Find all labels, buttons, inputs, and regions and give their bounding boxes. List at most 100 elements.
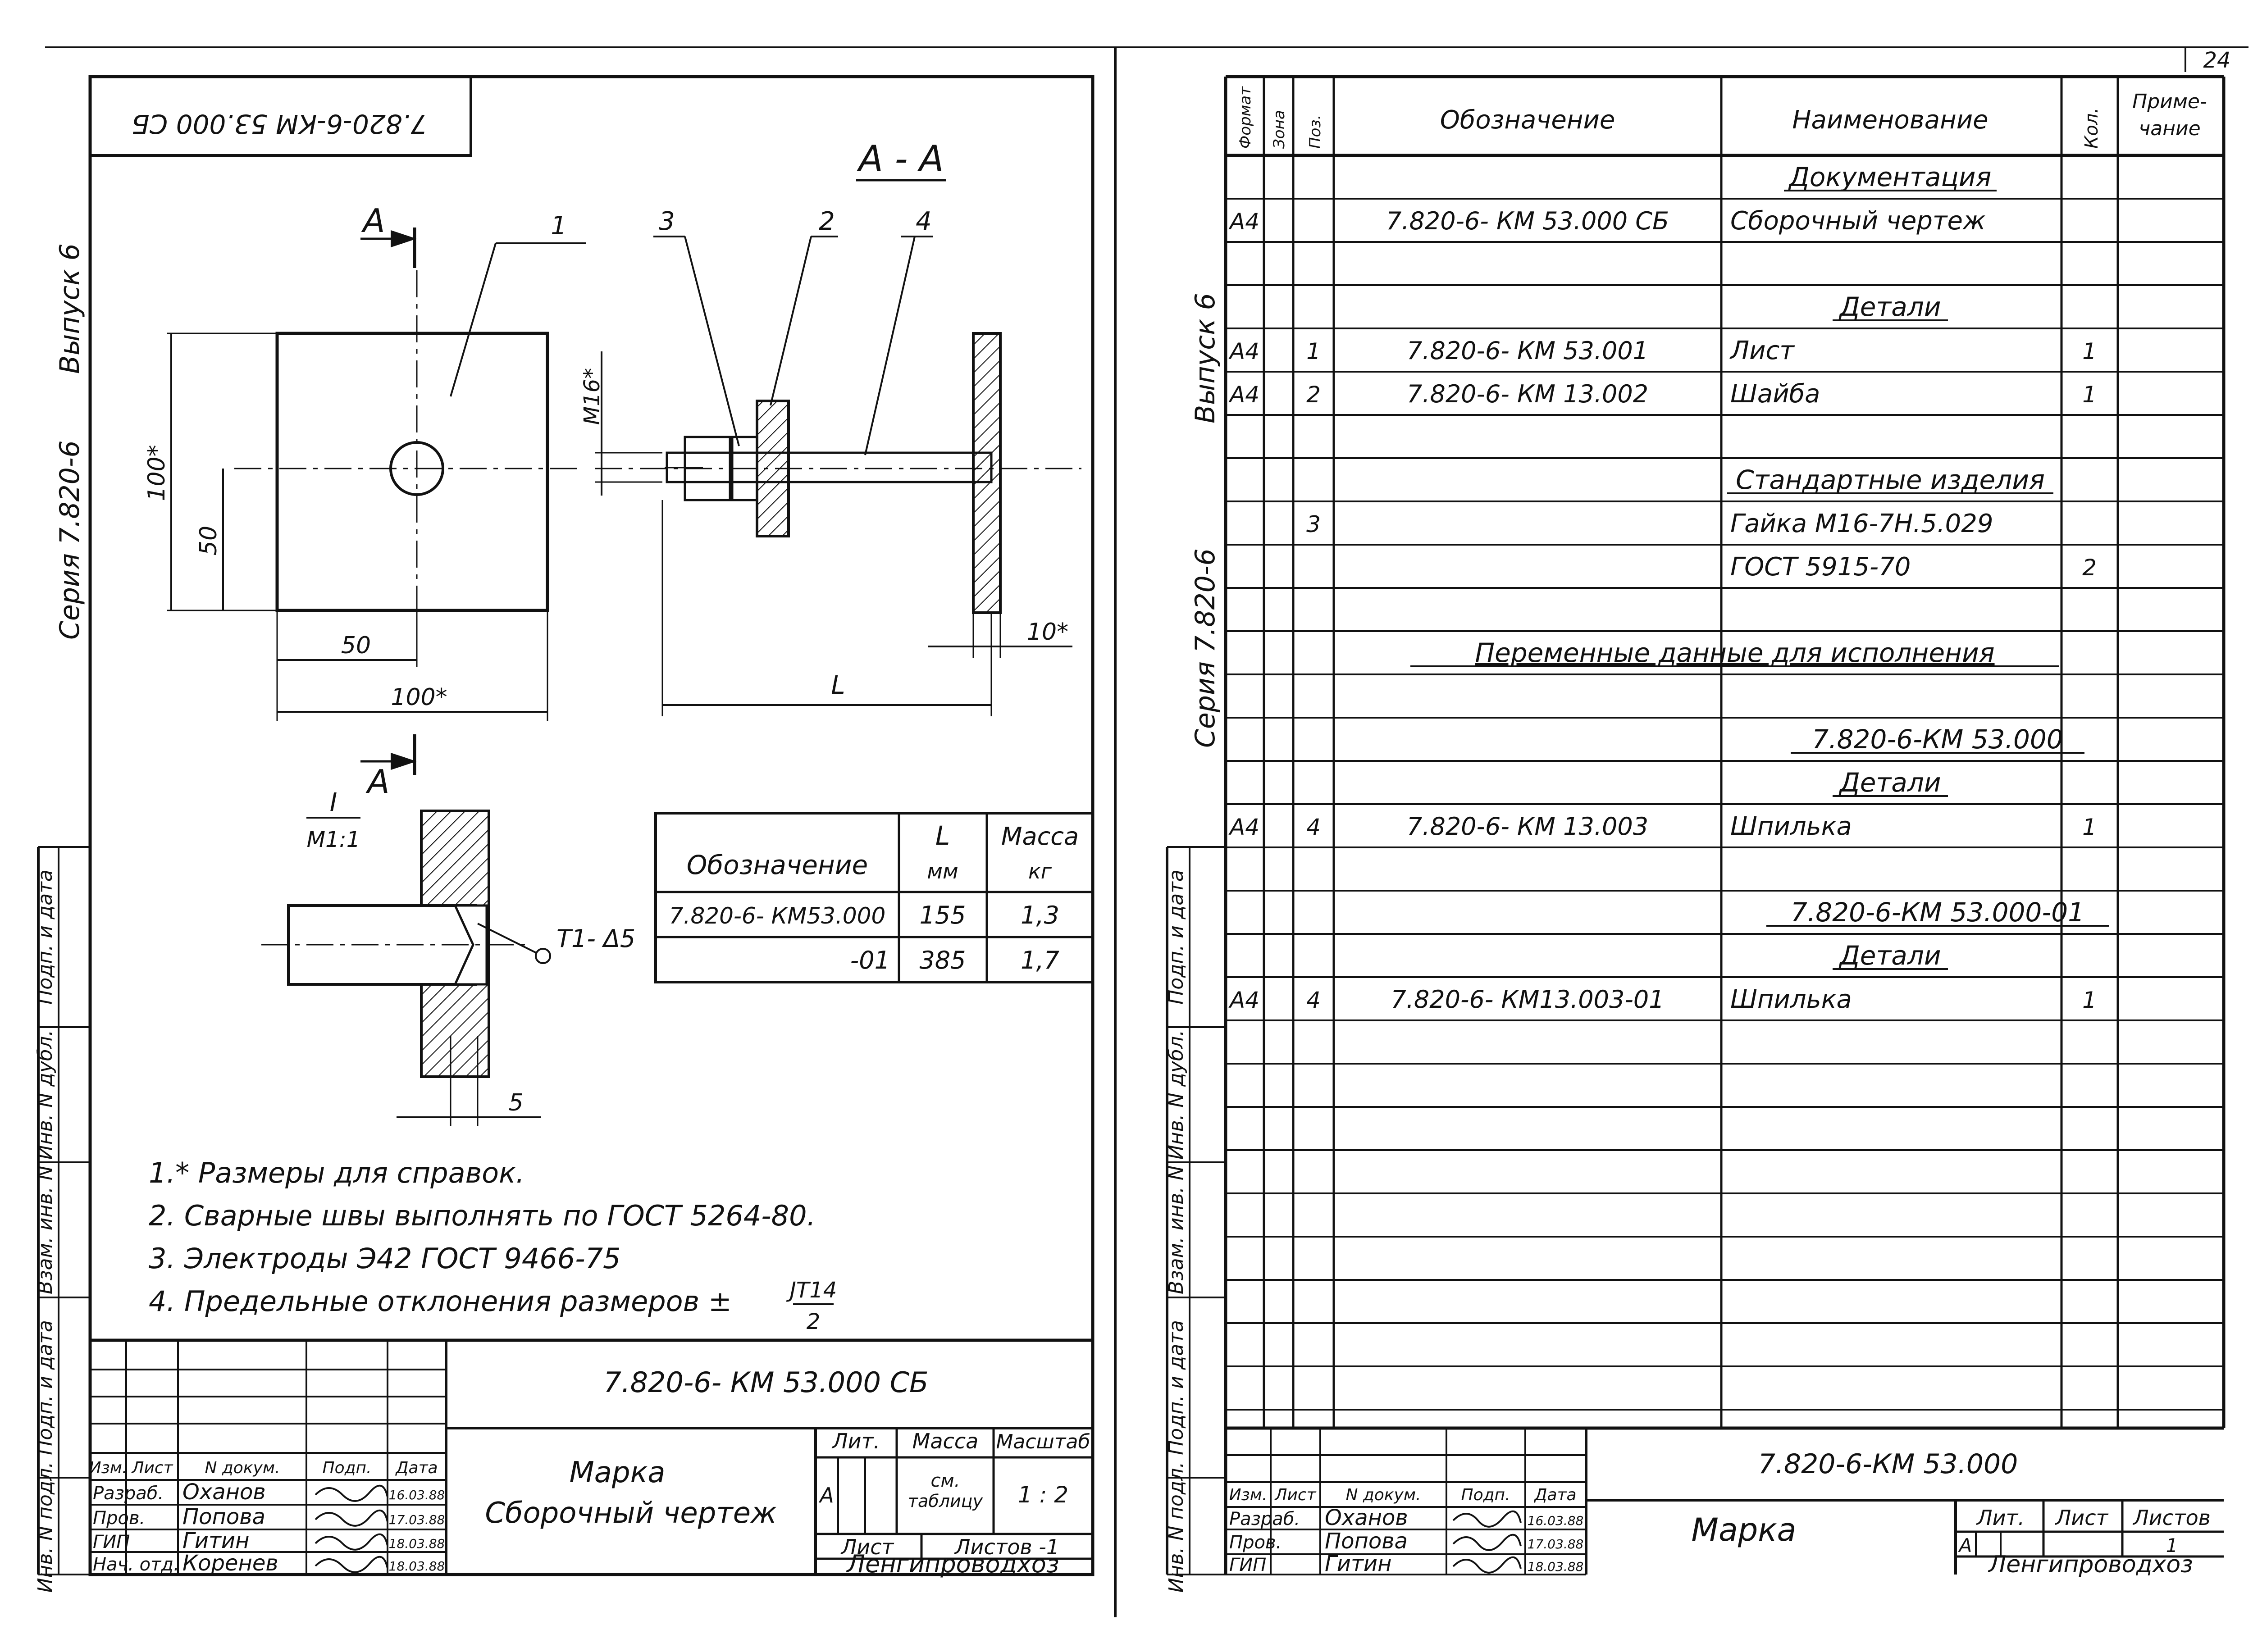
r-side-stamp-3: Подп. и дата [1165,1320,1188,1455]
ltb-name-0: Оханов [182,1479,266,1505]
ltb-lit-h: Лит. [831,1429,880,1453]
spec-qty-5: 1 [2082,382,2097,408]
spec-qty-15: 1 [2082,814,2097,840]
spec-h-code: Обозначение [1440,105,1615,135]
section-plate [972,332,1002,614]
ltb-mass-v1: см. [931,1470,960,1491]
ltb-role-3: Нач. отд. [93,1554,179,1575]
callout-2: 2 [819,207,835,236]
rtb-sheets-h: Листов [2132,1506,2211,1530]
ltb-sheets-l: Листов -1 [954,1535,1059,1559]
rtb-lit-v: А [1958,1534,1972,1556]
series-label: Серия 7.820-6 [54,440,86,640]
spec-code-19: 7.820-6- КМ13.003-01 [1391,985,1664,1014]
side-stamp-0: Подп. и дата [34,869,57,1005]
signature [315,1556,388,1573]
ltb-date-0: 16.03.88 [389,1488,445,1502]
signature [315,1533,388,1551]
leader-2 [770,236,812,406]
r-side-stamp-0: Подп. и дата [1165,869,1188,1005]
side-stamp-3: Подп. и дата [34,1320,57,1455]
rtb-h-4: Дата [1533,1486,1576,1504]
dim-m16-label: М16* [579,368,605,425]
side-stamp-1: Инв. N дубл. [34,1030,57,1160]
spec-fmt-1: А4 [1228,209,1259,235]
signature [315,1484,388,1502]
ltb-name-1: Попова [182,1504,265,1529]
rtb-name-1: Попова [1325,1529,1408,1554]
dim-L-label: L [831,671,845,700]
spec-h-format: Формат [1236,86,1254,149]
ltb-role-2: ГИП [93,1532,130,1552]
spec-code-5: 7.820-6- КМ 13.002 [1407,380,1648,408]
arrowhead [391,230,417,248]
vt-h-mass-unit: кг [1028,859,1052,883]
detail-weld [453,904,488,986]
ltb-role-0: Разраб. [93,1483,164,1504]
spec-pos-5: 2 [1306,382,1321,408]
ltb-h-list: Лист [131,1459,173,1477]
vt-r0-mass: 1,3 [1021,901,1059,929]
spec-h-name: Наименование [1792,105,1988,135]
spec-name-17: 7.820-6-КМ 53.000-01 [1791,897,2084,928]
vt-h-l: L [935,820,950,851]
leader-1 [450,243,497,397]
ltb-scale-h: Масштаб [996,1430,1090,1453]
section-letter-bottom: А [365,763,389,801]
section-label: А - А [856,138,944,180]
rtb-name-2: Гитин [1325,1551,1391,1576]
spec-fmt-19: А4 [1228,987,1259,1013]
spec-name-15: Шпилька [1730,812,1852,841]
spec-h-zone: Зона [1270,110,1288,149]
dim-50-h-label: 50 [341,632,371,659]
rotated-code: 7.820-6-КМ 53.000 СБ [132,109,427,139]
rtb-h-3: Подп. [1461,1486,1510,1504]
ltb-mass-h: Масса [912,1429,979,1453]
callout-4: 4 [916,207,932,236]
spec-code-4: 7.820-6- КМ 53.001 [1407,337,1648,365]
rtb-h-0: Изм. [1229,1486,1268,1504]
r-side-stamp-2: Взам. инв. N [1165,1165,1188,1294]
spec-pos-4: 1 [1306,338,1321,364]
ltb-h-doc: N докум. [205,1459,280,1477]
spec-name-0: Документация [1788,162,1992,192]
ltb-h-sign: Подп. [323,1459,372,1477]
signature [1452,1510,1522,1528]
spec-name-5: Шайба [1730,379,1820,409]
detail-label: I [330,788,337,817]
r-side-stamp-4: Инв. N подл. [1165,1462,1188,1593]
signature [1452,1556,1522,1574]
ltb-h-izm: Изм. [89,1459,128,1477]
rtb-doc-code: 7.820-6-КМ 53.000 [1758,1448,2018,1480]
spec-qty-4: 1 [2082,338,2097,364]
ltb-role-1: Пров. [93,1508,145,1529]
rtb-sheets-v: 1 [2166,1534,2178,1556]
leader-3 [684,236,740,446]
side-stamp-4: Инв. N подл. [34,1462,57,1593]
spec-name-4: Лист [1729,336,1795,365]
rtb-role-0: Разраб. [1229,1509,1300,1529]
r-series-label: Серия 7.820-6 [1190,548,1221,748]
rtb-date-0: 16.03.88 [1528,1513,1584,1528]
page-number: 24 [2203,48,2230,73]
signature [1452,1534,1522,1551]
spec-h-note-1: Приме- [2132,90,2207,113]
r-side-stamp-1: Инв. N дубл. [1165,1030,1188,1160]
note-2: 2. Сварные швы выполнять по ГОСТ 5264-80… [149,1199,816,1232]
rtb-title: Марка [1692,1511,1797,1548]
vt-h-mass: Масса [1001,822,1079,851]
r-issue-label: Выпуск 6 [1190,293,1221,423]
spec-qty-9: 2 [2082,555,2097,581]
ltb-date-3: 18.03.88 [389,1559,445,1574]
ltb-title-2: Сборочный чертеж [485,1497,777,1530]
spec-name-18: Детали [1838,940,1941,971]
spec-h-note-2: чание [2139,117,2200,140]
rtb-sheet-h: Лист [2055,1506,2109,1530]
ltb-doc-code: 7.820-6- КМ 53.000 СБ [603,1366,928,1399]
spec-fmt-4: А4 [1228,338,1259,364]
ltb-scale-v: 1 : 2 [1018,1482,1068,1508]
dim-100-v-label: 100* [143,445,170,501]
spec-name-8: Гайка М16-7Н.5.029 [1730,509,1993,538]
ltb-date-1: 17.03.88 [389,1512,445,1527]
dim-10-label: 10* [1027,619,1068,646]
